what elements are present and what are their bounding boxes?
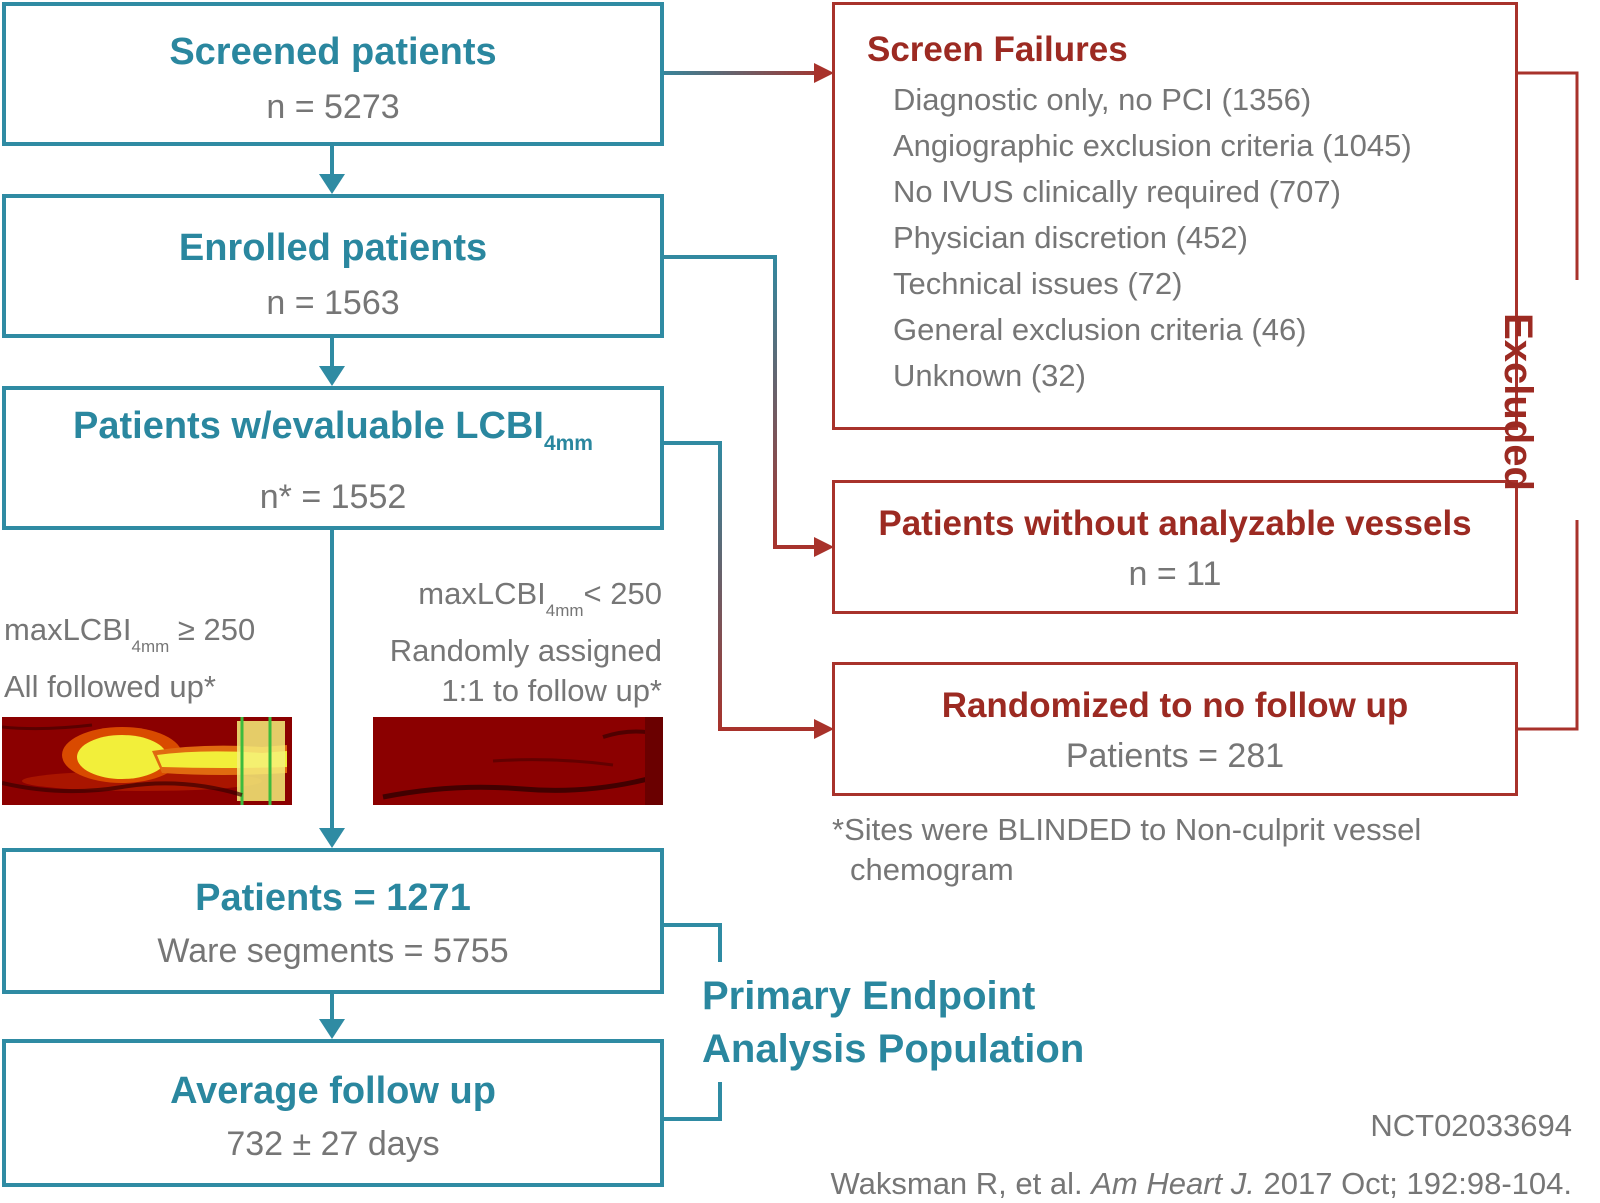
average-followup-days: 732 ± 27 days (226, 1125, 440, 1163)
branch-high-subscript: 4mm (131, 637, 170, 656)
chemogram-high-lcbi-image (2, 717, 292, 805)
chemogram-low-lcbi-image (373, 717, 663, 805)
blinded-note: *Sites were BLINDED to Non-culprit vesse… (832, 810, 1532, 890)
branch-high-criteria: maxLCBI4mm ≥ 250 (4, 610, 304, 667)
blinded-note-line1: *Sites were BLINDED to Non-culprit vesse… (832, 812, 1422, 847)
no-followup-box: Randomized to no follow up Patients = 28… (832, 662, 1518, 796)
arrowhead-no-followup (814, 719, 834, 739)
screen-failure-reason: Diagnostic only, no PCI (1356) (893, 82, 1312, 117)
citation-authors: Waksman R, et al. (830, 1166, 1092, 1201)
screen-failure-reason: Physician discretion (452) (893, 220, 1248, 255)
evaluable-patients-box: Patients w/evaluable LCBI4mm n* = 1552 (2, 386, 664, 530)
citation: Waksman R, et al. Am Heart J. 2017 Oct; … (831, 1166, 1572, 1202)
branch-low-prefix: maxLCBI (418, 576, 546, 611)
arrowhead-screen-failures (814, 63, 834, 83)
connector-to-no-followup (664, 441, 818, 731)
screen-failure-reason: No IVUS clinically required (707) (893, 174, 1341, 209)
evaluable-patients-count: n* = 1552 (259, 478, 407, 516)
branch-low-suffix: < 250 (583, 576, 662, 611)
trial-id: NCT02033694 (1370, 1108, 1572, 1143)
chemogram-high-svg (2, 717, 292, 805)
average-followup-box: Average follow up 732 ± 27 days (2, 1039, 664, 1187)
arrow-to-followed (319, 828, 345, 848)
screened-patients-box: Screened patients n = 5273 (2, 2, 664, 146)
followed-patients-title: Patients = 1271 (195, 877, 471, 919)
screen-failure-reason: Unknown (32) (893, 358, 1086, 393)
screened-patients-count: n = 5273 (266, 88, 400, 126)
no-analyzable-vessels-title: Patients without analyzable vessels (878, 504, 1472, 543)
screen-failures-title: Screen Failures (867, 30, 1128, 69)
connector-to-no-vessels (664, 255, 818, 549)
arrow-to-average (319, 1019, 345, 1039)
branch-high-prefix: maxLCBI (4, 612, 132, 647)
arrow-to-evaluable (319, 366, 345, 386)
branch-low-label: maxLCBI4mm< 250 Randomly assigned 1:1 to… (340, 574, 662, 711)
enrolled-patients-count: n = 1563 (266, 284, 400, 322)
screened-patients-title: Screened patients (169, 31, 497, 73)
arrowhead-no-vessels (814, 537, 834, 557)
screen-failure-reason: General exclusion criteria (46) (893, 312, 1307, 347)
screen-failure-reason: Angiographic exclusion criteria (1045) (893, 128, 1412, 163)
screen-failure-reason: Technical issues (72) (893, 266, 1183, 301)
branch-low-followup: 1:1 to follow up* (441, 673, 662, 708)
excluded-label: Excluded (1496, 313, 1540, 491)
screen-failures-reason-list: Diagnostic only, no PCI (1356) Angiograp… (835, 77, 1515, 399)
primary-endpoint-bracket (664, 923, 722, 1121)
citation-journal: Am Heart J. (1091, 1166, 1255, 1201)
chemogram-low-svg (373, 717, 663, 805)
no-followup-title: Randomized to no follow up (941, 686, 1409, 725)
branch-high-suffix: ≥ 250 (169, 612, 256, 647)
branch-high-followup: All followed up* (4, 669, 216, 704)
enrolled-patients-box: Enrolled patients n = 1563 (2, 194, 664, 338)
evaluable-patients-title: Patients w/evaluable LCBI4mm (6, 406, 660, 464)
followed-patients-box: Patients = 1271 Ware segments = 5755 (2, 848, 664, 994)
primary-endpoint-line2: Analysis Population (702, 1027, 1085, 1071)
no-analyzable-vessels-box: Patients without analyzable vessels n = … (832, 480, 1518, 614)
evaluable-title-text: Patients w/evaluable LCBI (73, 405, 544, 447)
screen-failures-box: Screen Failures Diagnostic only, no PCI … (832, 2, 1518, 430)
branch-low-criteria: maxLCBI4mm< 250 (340, 574, 662, 631)
primary-endpoint-line1: Primary Endpoint (702, 974, 1036, 1018)
primary-endpoint-label: Primary Endpoint Analysis Population (702, 970, 1089, 1076)
arrow-to-enrolled (319, 174, 345, 194)
no-analyzable-vessels-count: n = 11 (1128, 555, 1222, 593)
blinded-note-line2: chemogram (850, 852, 1014, 887)
ware-segments-count: Ware segments = 5755 (157, 932, 509, 970)
average-followup-title: Average follow up (170, 1070, 496, 1112)
enrolled-patients-title: Enrolled patients (178, 227, 488, 269)
branch-high-label: maxLCBI4mm ≥ 250 All followed up* (4, 610, 304, 707)
branch-low-subscript: 4mm (545, 601, 584, 620)
excluded-bracket (1518, 71, 1579, 731)
no-followup-count: Patients = 281 (1065, 737, 1285, 775)
citation-details: 2017 Oct; 192:98-104. (1254, 1166, 1572, 1201)
branch-low-randomized: Randomly assigned (389, 633, 662, 668)
evaluable-title-subscript: 4mm (543, 432, 593, 455)
